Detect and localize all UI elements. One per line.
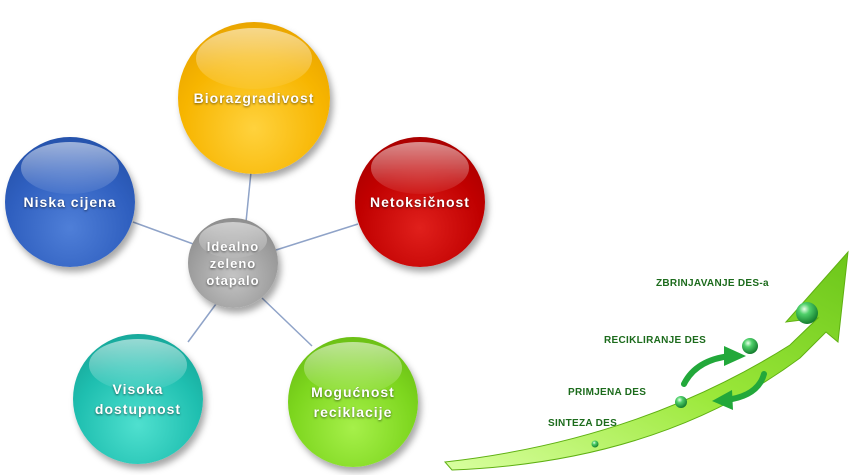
step-primjena-des: PRIMJENA DES <box>568 387 647 398</box>
node-label-line: Idealno <box>206 238 260 254</box>
process-arrow <box>443 250 849 471</box>
connector-line <box>187 303 217 343</box>
node-label-line: Visoka <box>112 381 164 397</box>
connector-lines <box>132 171 359 347</box>
node-visoka-dostupnost: Visoka dostupnost <box>73 334 203 464</box>
node-label: Netoksičnost <box>370 194 470 210</box>
node-label-line: reciklacije <box>313 404 393 420</box>
node-biorazgradivost: Biorazgradivost <box>178 22 330 174</box>
node-mogucnost-reciklacije: Mogućnost reciklacije <box>288 337 418 467</box>
process-droplets <box>591 302 818 448</box>
node-label: Idealno zeleno otapalo <box>200 238 265 289</box>
connector-line <box>132 221 197 246</box>
node-niska-cijena: Niska cijena <box>5 137 135 267</box>
node-label: Niska cijena <box>23 194 117 210</box>
connector-line <box>261 297 313 347</box>
step-recikliranje-des: RECIKLIRANJE DES <box>604 335 707 346</box>
droplet-icon <box>796 302 818 324</box>
node-label: Visoka dostupnost <box>89 379 187 419</box>
recycle-arrow-down-head <box>712 390 733 410</box>
recycle-arrows <box>681 346 767 410</box>
droplet-icon <box>591 440 599 448</box>
step-zbrinjavanje-des: ZBRINJAVANJE DES-a <box>656 278 769 289</box>
node-center-idealno-zeleno-otapalo: Idealno zeleno otapalo <box>188 218 278 308</box>
droplet-icon <box>742 338 758 354</box>
process-arrow-body <box>443 250 849 471</box>
node-label-line: dostupnost <box>94 401 182 417</box>
node-label: Biorazgradivost <box>193 90 315 106</box>
connector-line <box>275 223 359 251</box>
recycle-arrow-up <box>681 353 733 387</box>
step-sinteza-des: SINTEZA DES <box>548 418 618 429</box>
recycle-arrow-up-head <box>724 346 746 366</box>
node-label-line: zeleno <box>209 255 257 271</box>
node-netoksicnost: Netoksičnost <box>355 137 485 267</box>
node-label-line: otapalo <box>206 272 260 288</box>
connector-line <box>245 171 252 223</box>
node-label-line: Mogućnost <box>311 384 395 400</box>
droplet-icon <box>675 396 687 408</box>
node-label: Mogućnost reciklacije <box>305 382 401 422</box>
